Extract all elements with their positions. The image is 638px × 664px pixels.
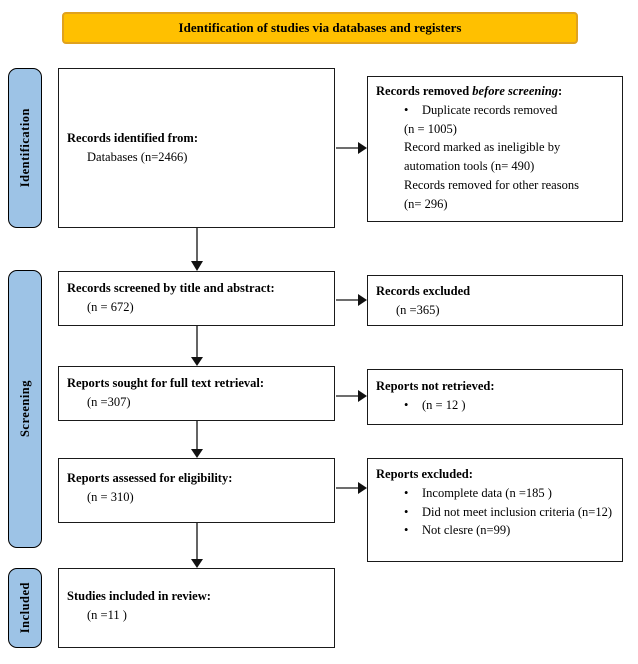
records-screened-count: (n = 672) [87,299,134,314]
reports-not-retrieved-bullets: (n = 12 ) [376,396,614,415]
stage-identification-label: Identification [17,108,32,188]
reports-sought-title: Reports sought for full text retrieval: [67,376,265,390]
box-studies-included: Studies included in review: (n =11 ) [58,568,335,648]
reports-excluded-bullet-notclear: Not clesre (n=99) [376,521,614,540]
box-reports-sought: Reports sought for full text retrieval: … [58,366,335,421]
records-excluded-title: Records excluded [376,284,471,298]
reports-excluded-title: Reports excluded: [376,467,473,481]
records-identified-count: Databases (n=2466) [87,150,188,164]
records-screened-title: Records screened by title and abstract: [67,281,275,295]
banner-title-text: Identification of studies via databases … [178,20,462,35]
box-records-excluded: Records excluded (n =365) [367,275,623,326]
reports-assessed-count: (n = 310) [87,489,134,504]
records-removed-bullet-duplicates: Duplicate records removed [376,101,614,120]
reports-excluded-bullet-criteria: Did not meet inclusion criteria (n=12) [376,503,614,522]
stage-screening: Screening [8,270,42,548]
stage-screening-label: Screening [17,380,32,438]
reports-excluded-bullets: Incomplete data (n =185 ) Did not meet i… [376,484,614,540]
box-reports-not-retrieved: Reports not retrieved: (n = 12 ) [367,369,623,425]
reports-excluded-bullet-incomplete: Incomplete data (n =185 ) [376,484,614,503]
stage-identification: Identification [8,68,42,228]
records-excluded-count: (n =365) [396,302,440,317]
banner-title: Identification of studies via databases … [62,12,578,44]
records-removed-line-5: (n= 296) [404,196,448,211]
records-removed-line-2: Record marked as ineligible by [404,140,561,155]
reports-not-retrieved-title: Reports not retrieved: [376,379,495,393]
stage-included: Included [8,568,42,648]
box-records-screened: Records screened by title and abstract: … [58,271,335,326]
studies-included-count: (n =11 ) [87,607,127,622]
box-reports-excluded: Reports excluded: Incomplete data (n =18… [367,458,623,562]
studies-included-title: Studies included in review: [67,589,211,603]
reports-not-retrieved-count: (n = 12 ) [376,396,614,415]
box-records-identified: Records identified from: Databases (n=24… [58,68,335,228]
records-identified-title: Records identified from: [67,131,198,146]
reports-assessed-title: Reports assessed for eligibility: [67,471,233,485]
records-removed-line-1: (n = 1005) [404,121,457,136]
box-records-removed: Records removed before screening: Duplic… [367,76,623,222]
records-removed-line-4: Records removed for other reasons [404,177,579,192]
reports-sought-count: (n =307) [87,394,131,409]
stage-included-label: Included [17,582,32,634]
records-removed-line-3: automation tools (n= 490) [404,159,535,173]
box-reports-assessed: Reports assessed for eligibility: (n = 3… [58,458,335,523]
records-removed-title: Records removed before screening: [376,84,563,98]
records-removed-bullets: Duplicate records removed [376,101,614,120]
